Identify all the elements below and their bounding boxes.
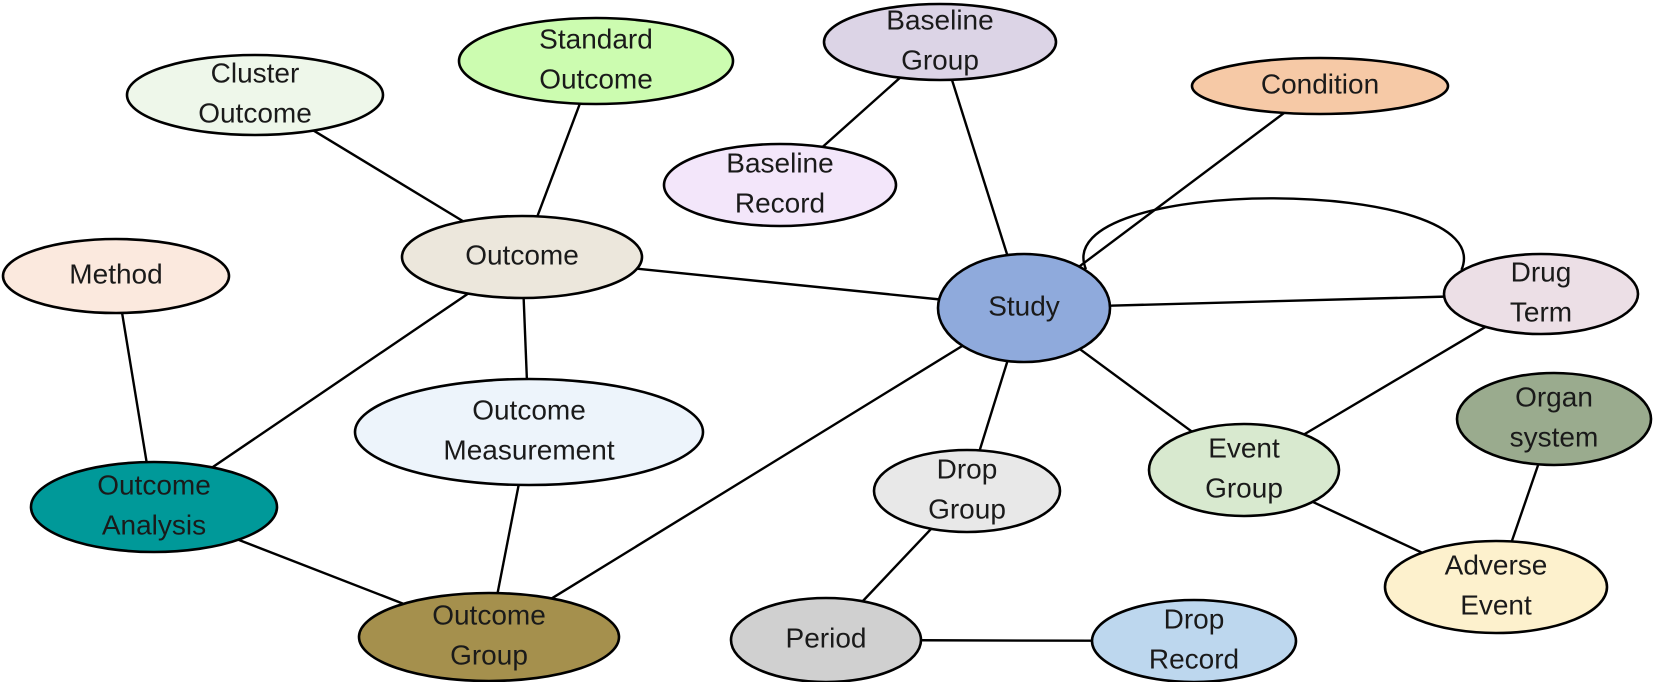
node-ellipse	[1090, 598, 1298, 682]
node-ellipse	[353, 377, 705, 487]
edge-outcome-study	[636, 267, 940, 301]
edge-outcome-outcome_measurement	[522, 297, 529, 380]
node-ellipse	[1383, 539, 1609, 635]
node-label: Drop	[937, 453, 998, 484]
node-label: Organ	[1515, 381, 1593, 412]
edge-baseline_group-baseline_record	[821, 76, 901, 148]
node-label: Measurement	[443, 434, 614, 465]
node-label: Record	[735, 187, 825, 218]
node-label: Event	[1460, 589, 1532, 620]
node-label: Analysis	[102, 509, 206, 540]
node-label: Outcome	[432, 599, 546, 630]
node-label: Event	[1208, 432, 1280, 463]
edge-study-drop_group	[978, 360, 1009, 451]
edge-study-event_group	[1079, 348, 1193, 433]
node-label: Outcome	[198, 97, 312, 128]
node-label: Group	[928, 493, 1006, 524]
node-ellipse	[1190, 56, 1450, 116]
edge-cluster_outcome-outcome	[312, 129, 464, 223]
node-label: Baseline	[886, 4, 993, 35]
node-condition: Condition	[1190, 56, 1450, 116]
edge-outcome_measurement-outcome_group	[496, 484, 520, 594]
node-ellipse	[822, 2, 1058, 82]
node-ellipse	[1442, 252, 1640, 336]
node-label: Outcome	[465, 239, 579, 270]
edge-organ_system-adverse_event	[1510, 464, 1540, 542]
node-label: Term	[1510, 296, 1572, 327]
node-ellipse	[1147, 422, 1341, 518]
node-period: Period	[729, 596, 923, 682]
node-study: Study	[936, 252, 1112, 364]
node-label: Method	[69, 258, 162, 289]
edge-outcome_analysis-outcome_group	[237, 538, 404, 605]
loop-edge-study-drug_term	[1082, 197, 1466, 271]
node-ellipse	[729, 596, 923, 682]
node-outcome: Outcome	[400, 214, 644, 300]
edges-layer	[120, 76, 1540, 642]
edge-drop_group-period	[861, 528, 933, 603]
node-ellipse	[457, 16, 735, 106]
node-label: Baseline	[726, 147, 833, 178]
node-label: Outcome	[539, 63, 653, 94]
node-method: Method	[1, 237, 231, 315]
node-label: Outcome	[472, 394, 586, 425]
node-label: Record	[1149, 643, 1239, 674]
node-ellipse	[29, 460, 279, 554]
node-label: Outcome	[97, 469, 211, 500]
node-label: Group	[1205, 472, 1283, 503]
node-label: Adverse	[1445, 549, 1548, 580]
node-label: Group	[901, 44, 979, 75]
edge-outcome-outcome_analysis	[211, 292, 469, 469]
edge-drug_term-event_group	[1303, 325, 1487, 436]
node-ellipse	[936, 252, 1112, 364]
node-label: Cluster	[211, 57, 300, 88]
node-ellipse	[357, 591, 621, 682]
node-label: Group	[450, 639, 528, 670]
edge-outcome_group-study	[551, 344, 964, 600]
node-organ-system: Organ system	[1455, 371, 1653, 467]
edge-condition-study	[1078, 111, 1285, 268]
edge-method-outcome_analysis	[120, 312, 148, 463]
node-label: Standard	[539, 23, 653, 54]
edge-standard_outcome-outcome	[536, 103, 582, 217]
edge-baseline_group-study	[950, 79, 1009, 256]
edge-event_group-adverse_event	[1312, 500, 1423, 554]
node-ellipse	[1, 237, 231, 315]
node-label: Period	[786, 622, 867, 653]
node-ellipse	[400, 214, 644, 300]
node-ellipse	[662, 142, 898, 228]
node-ellipse	[125, 53, 385, 137]
node-label: Study	[988, 290, 1060, 321]
node-label: Drop	[1164, 603, 1225, 634]
node-label: Drug	[1511, 256, 1572, 287]
node-label: system	[1510, 421, 1599, 452]
node-ellipse	[1455, 371, 1653, 467]
node-label: Condition	[1261, 68, 1379, 99]
edge-study-drug_term	[1109, 295, 1445, 307]
node-ellipse	[872, 448, 1062, 534]
